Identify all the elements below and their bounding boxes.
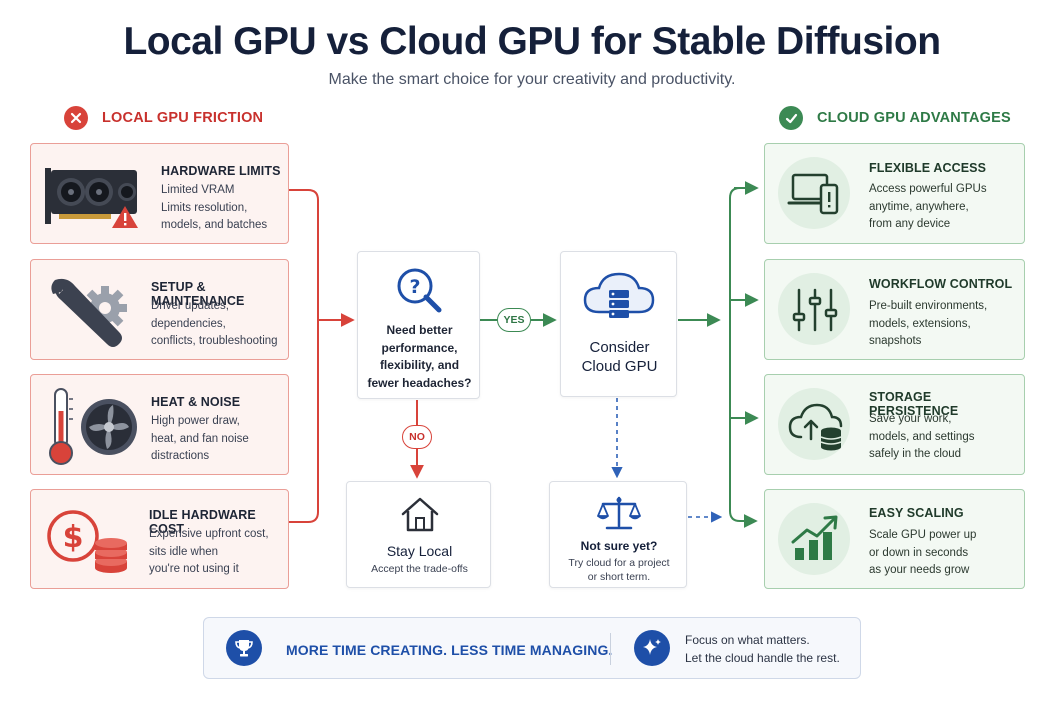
friction-card-heat-noise: HEAT & NOISE High power draw, heat, and …: [30, 374, 289, 475]
friction-card-idle-cost: $ IDLE HARDWARE COST Expensive upfront c…: [30, 489, 289, 589]
advantage-card-desc: Pre-built environments, models, extensio…: [869, 300, 988, 347]
page-title: Local GPU vs Cloud GPU for Stable Diffus…: [123, 20, 941, 63]
bar-chart-growth-icon: [791, 515, 838, 560]
advantage-card-title: STORAGE PERSISTENCE: [869, 390, 959, 418]
laptop-phone-icon: [787, 173, 839, 215]
left-bracket-connector: [289, 189, 319, 523]
footer-banner: MORE TIME CREATING. LESS TIME MANAGING. …: [203, 617, 861, 679]
friction-card-hardware-limits: HARDWARE LIMITS Limited VRAM Limits reso…: [30, 143, 289, 244]
trophy-icon: [226, 630, 262, 666]
friction-card-title: HARDWARE LIMITS: [161, 164, 281, 178]
advantage-card-workflow-control: WORKFLOW CONTROL Pre-built environments,…: [764, 259, 1025, 360]
house-icon: [401, 497, 439, 532]
check-circle-icon: [779, 106, 803, 130]
friction-card-setup-maintenance: SETUP & MAINTENANCE Driver updates, depe…: [30, 259, 289, 360]
footer-divider: [610, 633, 611, 665]
right-bracket-connector: [729, 187, 758, 528]
wrench-gear-icon: [51, 278, 127, 347]
not-sure-box: Not sure yet? Try cloud for a project or…: [549, 481, 687, 588]
cloud-advantages-heading-text: CLOUD GPU ADVANTAGES: [817, 110, 1011, 126]
friction-card-desc: Expensive upfront cost, sits idle when y…: [149, 528, 269, 575]
cloud-upload-database-icon: [788, 403, 843, 451]
local-friction-heading-text: LOCAL GPU FRICTION: [102, 110, 264, 126]
footer-headline: MORE TIME CREATING. LESS TIME MANAGING.: [286, 642, 613, 658]
consider-cloud-text: Consider Cloud GPU: [581, 339, 658, 375]
advantage-card-storage-persistence: STORAGE PERSISTENCE Save your work, mode…: [764, 374, 1025, 475]
not-sure-title: Not sure yet?: [580, 539, 658, 553]
magnifier-question-icon: ?: [397, 268, 442, 313]
dollar-coins-icon: $: [47, 510, 127, 573]
friction-card-title: SETUP & MAINTENANCE: [151, 280, 245, 308]
local-friction-heading: LOCAL GPU FRICTION: [64, 104, 263, 132]
svg-text:$: $: [63, 520, 84, 555]
svg-text:?: ?: [409, 276, 420, 298]
cloud-advantages-heading: CLOUD GPU ADVANTAGES: [779, 104, 1011, 132]
sparkle-icon: [634, 630, 670, 666]
friction-card-desc: Driver updates, dependencies, conflicts,…: [151, 300, 278, 347]
advantage-card-flexible-access: FLEXIBLE ACCESS Access powerful GPUs any…: [764, 143, 1025, 244]
friction-card-title: HEAT & NOISE: [151, 395, 241, 409]
advantage-card-desc: Scale GPU power up or down in seconds as…: [869, 529, 977, 576]
stay-local-box: Stay Local Accept the trade-offs: [346, 481, 491, 588]
page-subtitle: Make the smart choice for your creativit…: [328, 71, 736, 88]
balance-scale-icon: [597, 496, 641, 530]
yes-label: YES: [497, 308, 531, 332]
close-circle-icon: [64, 106, 88, 130]
advantage-card-title: WORKFLOW CONTROL: [869, 277, 1013, 291]
stay-local-desc: Accept the trade-offs: [371, 563, 468, 575]
friction-card-title: IDLE HARDWARE COST: [149, 508, 256, 536]
advantage-card-desc: Access powerful GPUs anytime, anywhere, …: [869, 183, 987, 230]
no-label: NO: [402, 425, 432, 449]
advantage-card-desc: Save your work, models, and settings saf…: [869, 413, 975, 460]
thermometer-fan-icon: [49, 388, 137, 465]
consider-cloud-box: Consider Cloud GPU: [560, 251, 677, 397]
sliders-icon: [792, 288, 838, 332]
decision-question-box: ? Need better performance, flexibility, …: [357, 251, 480, 399]
footer-note: Focus on what matters. Let the cloud han…: [685, 633, 840, 665]
friction-card-desc: High power draw, heat, and fan noise dis…: [151, 415, 249, 462]
decision-question-text: Need better performance, flexibility, an…: [367, 323, 472, 390]
icon-disc: [778, 503, 850, 575]
advantage-card-title: EASY SCALING: [869, 506, 964, 520]
stay-local-title: Stay Local: [386, 543, 453, 559]
cloud-server-icon: [583, 272, 655, 318]
gpu-card-warning-icon: [45, 168, 138, 228]
advantage-card-title: FLEXIBLE ACCESS: [869, 161, 987, 175]
friction-card-desc: Limited VRAM Limits resolution, models, …: [161, 184, 268, 231]
not-sure-desc: Try cloud for a project or short term.: [568, 557, 670, 583]
advantage-card-easy-scaling: EASY SCALING Scale GPU power up or down …: [764, 489, 1025, 589]
